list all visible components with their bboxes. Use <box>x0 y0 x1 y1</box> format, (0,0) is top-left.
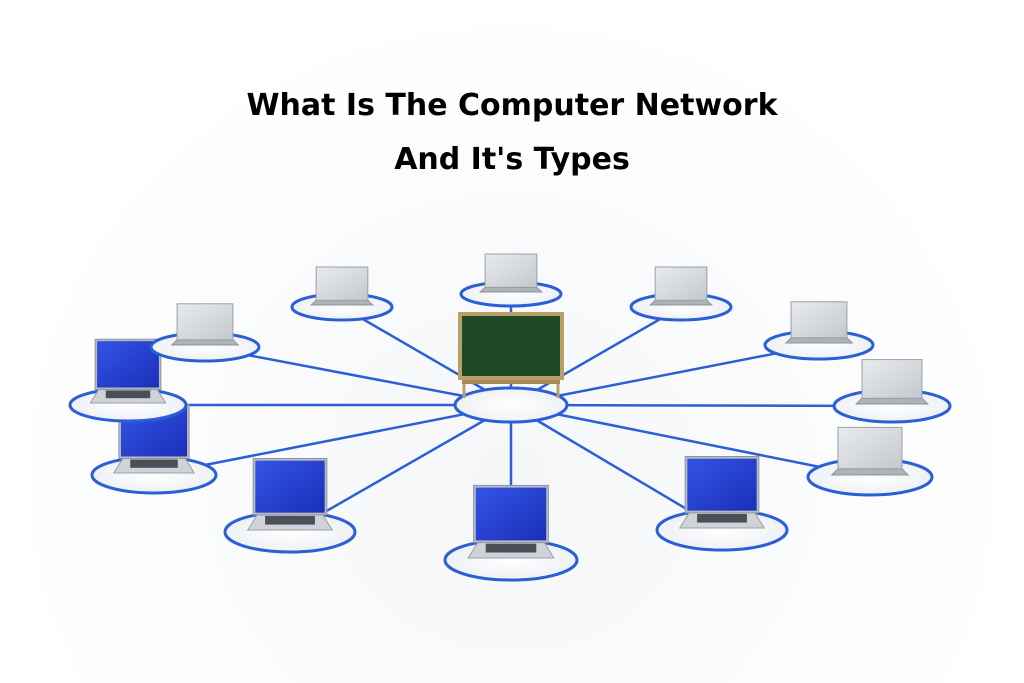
network-link-1 <box>340 305 513 407</box>
laptop-base <box>830 468 910 476</box>
laptop-lid-back <box>484 253 538 288</box>
laptop-screen <box>475 487 547 541</box>
page-title-line-2: And It's Types <box>394 142 630 177</box>
whiteboard-hub <box>458 312 564 398</box>
keyboard <box>697 513 747 523</box>
network-link-10 <box>152 403 513 477</box>
keyboard <box>105 390 151 399</box>
laptop-lid-back <box>837 426 903 470</box>
network-link-3 <box>509 305 683 407</box>
laptop-screen <box>687 458 757 511</box>
laptop-node-6 <box>806 426 934 497</box>
network-links <box>126 292 894 562</box>
laptop-lid-back <box>176 303 234 341</box>
laptop-node-4 <box>763 301 875 361</box>
laptop-base <box>478 286 544 293</box>
laptop-node-7 <box>655 456 789 552</box>
laptop-screen <box>255 460 325 513</box>
laptop-base <box>855 397 929 405</box>
laptop-node-3 <box>629 266 733 322</box>
laptop-node-5 <box>832 359 952 424</box>
laptop-node-8 <box>443 484 579 582</box>
laptop-node-9 <box>223 458 357 554</box>
keyboard <box>265 515 315 525</box>
laptop-node-1 <box>290 266 394 322</box>
network-link-12 <box>203 345 513 407</box>
laptop-lid-back <box>861 359 923 399</box>
laptop-base <box>784 337 854 344</box>
network-hub <box>453 386 569 424</box>
board-tray <box>462 380 560 384</box>
laptop-node-2 <box>459 253 563 308</box>
laptop-node-11 <box>68 338 188 423</box>
laptop-screen <box>97 341 159 388</box>
network-link-5 <box>509 403 894 408</box>
laptop-base <box>309 299 375 306</box>
laptop-lid-back <box>315 266 369 301</box>
board-surface <box>462 316 560 376</box>
page-title-line-1: What Is The Computer Network <box>246 88 778 123</box>
laptop-base <box>170 339 240 346</box>
laptop-lid-back <box>654 266 708 301</box>
laptop-node-12 <box>149 303 261 363</box>
laptop-base <box>648 299 714 306</box>
network-nodes <box>68 253 952 582</box>
network-link-6 <box>509 403 872 479</box>
keyboard <box>485 543 537 553</box>
keyboard <box>130 459 178 468</box>
hub-ring <box>453 386 569 424</box>
laptop-lid-back <box>790 301 848 339</box>
network-link-4 <box>509 343 821 407</box>
